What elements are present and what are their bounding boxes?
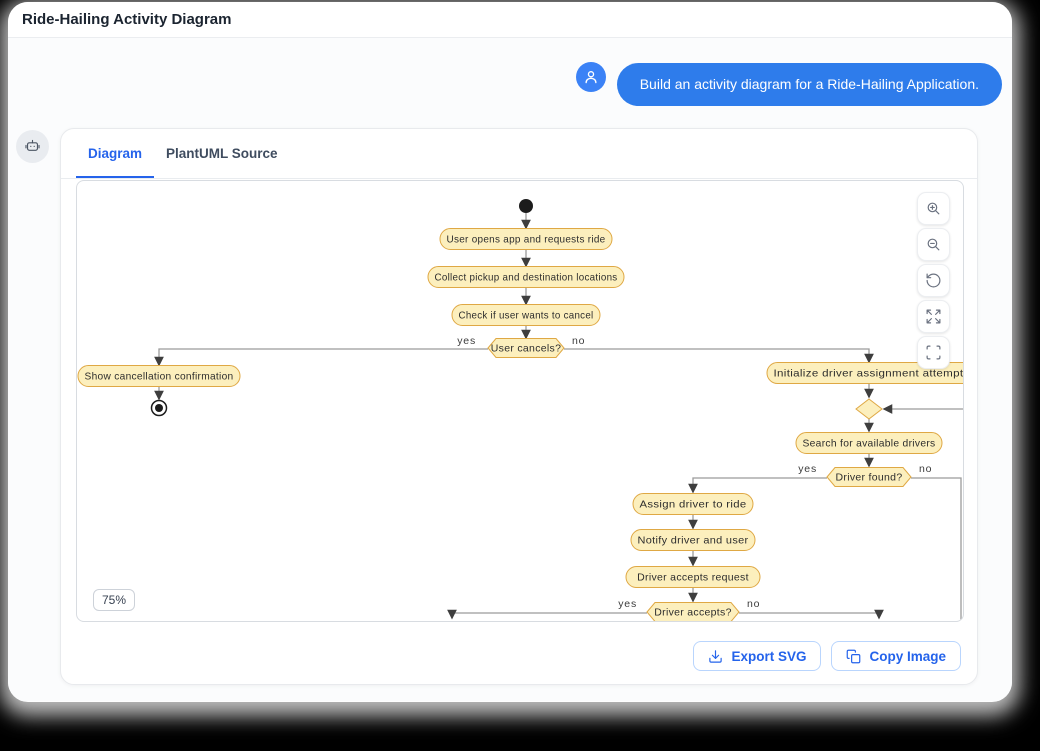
robot-icon xyxy=(25,139,40,151)
fullscreen-button[interactable] xyxy=(917,336,950,369)
card-footer: Export SVG Copy Image xyxy=(693,641,961,671)
decision-node: Driver found? xyxy=(826,467,912,487)
edge-label: no xyxy=(747,598,760,610)
activity-node: Driver accepts request xyxy=(625,566,761,588)
node-label: User cancels? xyxy=(491,343,561,355)
page-title: Ride-Hailing Activity Diagram xyxy=(22,11,232,28)
zoom-in-button[interactable] xyxy=(917,192,950,225)
user-icon xyxy=(585,71,597,84)
app-window: Ride-Hailing Activity Diagram Build an a… xyxy=(8,2,1012,702)
edge-label: yes xyxy=(457,335,476,347)
decision-node: Driver accepts? xyxy=(646,602,740,621)
reset-view-button[interactable] xyxy=(917,264,950,297)
activity-node: Show cancellation confirmation xyxy=(77,365,241,387)
activity-node: Assign driver to ride xyxy=(632,493,754,515)
tab-plantuml-source[interactable]: PlantUML Source xyxy=(166,146,278,161)
user-avatar xyxy=(575,62,606,92)
node-label: Show cancellation confirmation xyxy=(85,371,234,383)
reset-view-icon xyxy=(926,273,941,288)
node-label: Check if user wants to cancel xyxy=(459,310,594,322)
node-label: User opens app and requests ride xyxy=(447,234,606,246)
flow-edge xyxy=(739,609,884,620)
decision-node: User cancels? xyxy=(487,338,565,358)
activity-node: Initialize driver assignment attempts = … xyxy=(766,362,964,384)
tab-bar: Diagram PlantUML Source xyxy=(61,129,977,179)
node-label: Initialize driver assignment attempts = … xyxy=(774,368,964,380)
start-node xyxy=(519,199,533,213)
tab-diagram[interactable]: Diagram xyxy=(76,129,154,178)
fullscreen-icon xyxy=(926,345,941,360)
node-label: Collect pickup and destination locations xyxy=(435,272,618,284)
zoom-out-icon xyxy=(927,238,940,251)
app-body: Build an activity diagram for a Ride-Hai… xyxy=(8,38,1012,701)
copy-image-button[interactable]: Copy Image xyxy=(831,641,961,671)
export-svg-label: Export SVG xyxy=(731,648,807,664)
node-label: Driver accepts? xyxy=(654,607,731,619)
assistant-avatar xyxy=(16,130,49,163)
node-label: Driver found? xyxy=(836,472,903,484)
copy-icon xyxy=(847,649,861,663)
edge-label: yes xyxy=(618,598,637,610)
export-svg-button[interactable]: Export SVG xyxy=(693,641,822,671)
expand-icon xyxy=(926,309,941,324)
flow-edge xyxy=(911,477,962,621)
node-label: Assign driver to ride xyxy=(640,499,747,511)
chat-message-row: Build an activity diagram for a Ride-Hai… xyxy=(575,62,1002,106)
end-node xyxy=(150,399,168,417)
flow-edge xyxy=(688,477,827,494)
download-icon xyxy=(709,649,723,663)
activity-node: Collect pickup and destination locations xyxy=(427,266,625,288)
activity-node: Search for available drivers xyxy=(795,432,943,454)
activity-node: Check if user wants to cancel xyxy=(451,304,601,326)
activity-diagram: yes no yes no yes no User opens app and reques… xyxy=(77,199,964,621)
zoom-out-button[interactable] xyxy=(917,228,950,261)
app-header: Ride-Hailing Activity Diagram xyxy=(8,2,1012,38)
edge-label: yes xyxy=(798,463,817,475)
activity-node: User opens app and requests ride xyxy=(439,228,613,250)
zoom-in-icon xyxy=(927,202,940,215)
node-label: Driver accepts request xyxy=(637,572,749,584)
flow-edge xyxy=(447,609,647,620)
node-label: Search for available drivers xyxy=(803,438,936,450)
flow-edge xyxy=(154,348,488,367)
expand-button[interactable] xyxy=(917,300,950,333)
activity-node: Notify driver and user xyxy=(630,529,756,551)
node-label: Notify driver and user xyxy=(638,535,749,547)
edge-label: no xyxy=(919,463,932,475)
zoom-controls xyxy=(917,192,950,369)
plantuml-diagram-canvas[interactable]: yes no yes no yes no User opens app and reques… xyxy=(76,180,964,622)
zoom-level-badge: 75% xyxy=(93,589,136,611)
merge-node xyxy=(855,398,883,420)
copy-image-label: Copy Image xyxy=(869,648,946,664)
edge-label: no xyxy=(572,335,585,347)
chat-bubble: Build an activity diagram for a Ride-Hai… xyxy=(616,63,1002,106)
flow-edge xyxy=(564,348,874,364)
